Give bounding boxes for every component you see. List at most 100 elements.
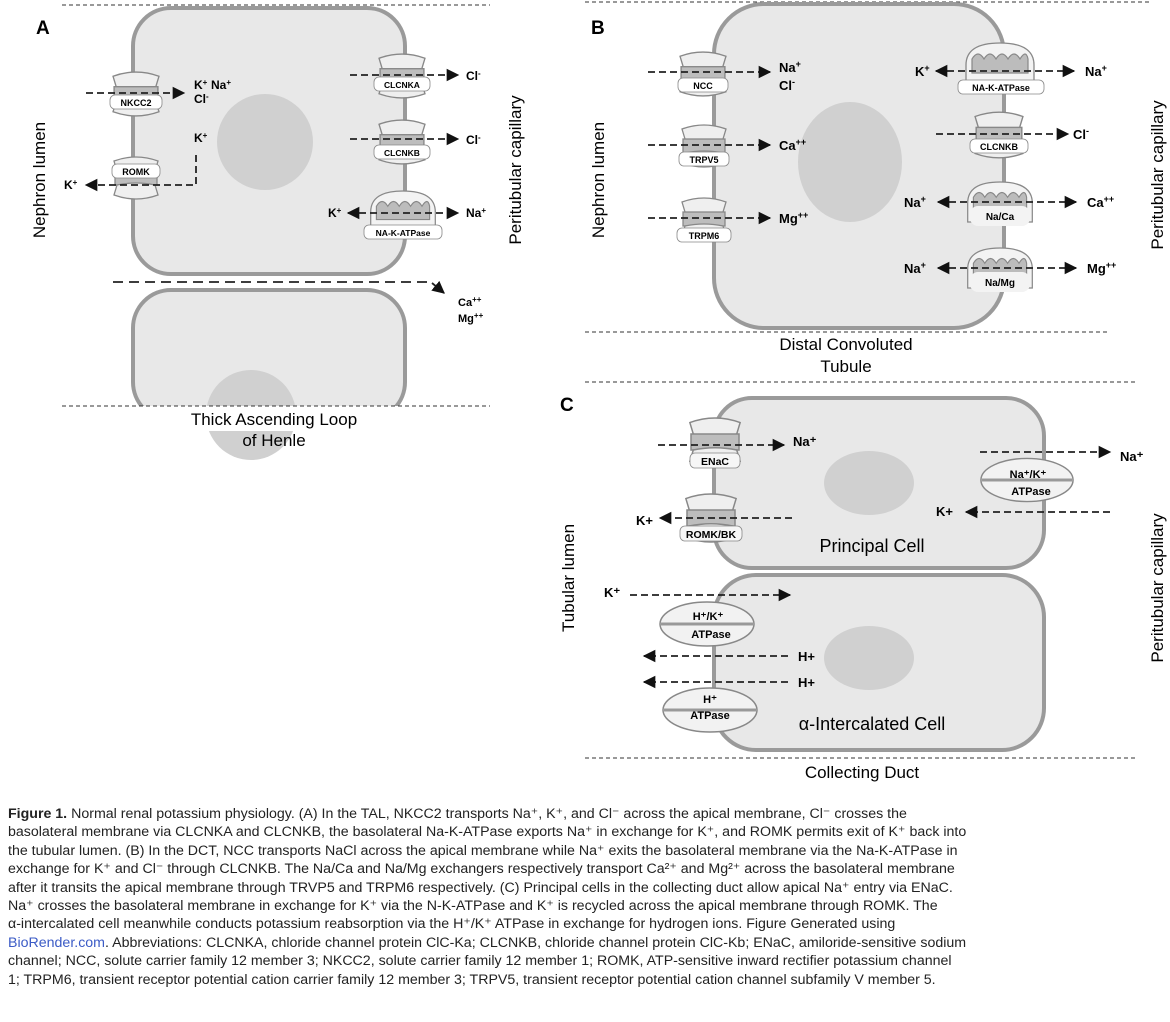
romk-k-out-ion: K+	[64, 178, 78, 192]
caption-text: the tubular lumen. (B) In the DCT, NCC t…	[8, 842, 958, 859]
transporter-label-box	[676, 227, 732, 243]
atpase-na-ion: Na+	[1085, 63, 1107, 79]
transporter-label: Na/Mg	[985, 278, 1015, 289]
transporter-label: ENaC	[701, 456, 729, 468]
transporter-label-box	[957, 79, 1045, 95]
romk-arrow	[84, 155, 197, 192]
namg-mg-ion: Mg++	[1087, 260, 1116, 276]
ncc-na-ion: Na+	[779, 59, 801, 75]
clcnka-cl-ion: Cl-	[466, 69, 481, 83]
h1-ion: H+	[798, 649, 815, 664]
transporter-label: NKCC2	[120, 98, 151, 108]
transporter-label: Na/Ca	[986, 212, 1015, 223]
segment-label: Collecting Duct	[805, 763, 920, 782]
segment-label: of Henle	[242, 431, 305, 450]
transporter-label: TRPV5	[689, 155, 718, 165]
transporter-label-box	[373, 76, 431, 92]
nkcc2-na-ion: Na+	[211, 78, 231, 92]
nkcc2-cl-ion: Cl-	[194, 92, 209, 106]
nak-k-ion: K+	[936, 504, 953, 519]
enac-na-ion: Na⁺	[793, 434, 817, 449]
lumen-label: Nephron lumen	[589, 122, 608, 238]
paracellular-arrow	[431, 280, 445, 294]
romk-k-ion: K+	[636, 513, 653, 528]
principal-nucleus	[824, 451, 914, 515]
caption-text: Na⁺ crosses the basolateral membrane in …	[8, 898, 938, 915]
transporter-label: CLCNKA	[384, 80, 420, 90]
h2-ion: H+	[798, 675, 815, 690]
transporter-label-box	[109, 94, 163, 110]
intercalated-nucleus	[824, 626, 914, 690]
transporter-label: Na⁺/K⁺	[1010, 469, 1047, 481]
tal-nucleus	[217, 94, 313, 190]
capillary-label: Peritubular capillary	[1148, 513, 1167, 663]
naca-ca-ion: Ca++	[1087, 194, 1114, 210]
atpase-k-ion: K+	[915, 63, 930, 79]
caption-label: Figure 1.	[8, 806, 68, 822]
atpase-na-ion: Na+	[466, 206, 486, 220]
transporter-label: H⁺	[703, 694, 717, 706]
transporter-label: CLCNKB	[384, 148, 420, 158]
na-k-atpase-pump	[965, 42, 1035, 86]
romk-k-in-ion: K+	[194, 131, 208, 145]
transporter-label: NA-K-ATPase	[376, 228, 431, 238]
namg-na-ion: Na+	[904, 260, 926, 276]
para-mg-ion: Mg++	[458, 311, 484, 325]
transporter-label-box	[679, 525, 743, 542]
ncc-cl-ion: Cl-	[779, 77, 795, 93]
hk-k-ion: K⁺	[604, 585, 620, 600]
dct-nucleus	[798, 102, 902, 222]
atpase-k-ion: K+	[328, 206, 342, 220]
caption-text: channel; NCC, solute carrier family 12 m…	[8, 953, 952, 970]
transporter-label: CLCNKB	[980, 142, 1018, 152]
caption-text: . Abbreviations: CLCNKA, chloride channe…	[105, 934, 967, 951]
naca-na-ion: Na+	[904, 194, 926, 210]
segment-label: Distal Convoluted	[779, 335, 912, 354]
transporter-label: NA-K-ATPase	[972, 83, 1030, 93]
tal-mask	[120, 406, 420, 431]
segment-label: Tubule	[820, 357, 871, 376]
figure-diagram: A Ca++ Mg++ Thick Ascending Loop of Henl…	[30, 1, 1167, 782]
transporter-label: NCC	[693, 81, 713, 91]
transporter-label: ATPase	[690, 710, 730, 722]
transporter-label: ROMK/BK	[686, 529, 737, 541]
transporter-label-box	[677, 77, 729, 93]
panel-letter: B	[591, 18, 605, 39]
caption-text: Normal renal potassium physiology. (A) I…	[67, 806, 907, 822]
nkcc2-k-ion: K+	[194, 78, 208, 92]
segment-label: Thick Ascending Loop	[191, 410, 357, 429]
transporter-label: H⁺/K⁺	[693, 611, 724, 623]
transporter-label-box	[111, 163, 161, 179]
caption-text: after it transits the apical membrane th…	[8, 879, 953, 896]
panel-letter: A	[36, 18, 50, 39]
transporter-label: ATPase	[691, 629, 731, 641]
para-ca-ion: Ca++	[458, 295, 482, 309]
transporter-label-box	[678, 151, 730, 167]
transporter-label-box	[363, 224, 443, 240]
caption-text: basolateral membrane via CLCNKA and CLCN…	[8, 824, 967, 841]
trpv5-ca-ion: Ca++	[779, 137, 806, 153]
transporter-label: ATPase	[1011, 486, 1051, 498]
panel-a: A Ca++ Mg++ Thick Ascending Loop of Henl…	[30, 4, 525, 460]
principal-cell-label: Principal Cell	[819, 536, 924, 556]
capillary-label: Peritubular capillary	[506, 95, 525, 245]
panel-b: B Distal Convoluted Tubule Nephron lumen…	[585, 1, 1167, 376]
trpm6-mg-ion: Mg++	[779, 210, 808, 226]
clcnkb-cl-ion: Cl-	[466, 133, 481, 147]
transporter-label-box	[689, 452, 741, 469]
caption-text: α-intercalated cell meanwhile conducts p…	[8, 916, 896, 933]
lumen-label: Tubular lumen	[559, 524, 578, 632]
caption-text: 1; TRPM6, transient receptor potential c…	[8, 971, 936, 988]
capillary-label: Peritubular capillary	[1148, 100, 1167, 250]
caption-text: exchange for K⁺ and Cl⁻ through CLCNKB. …	[8, 861, 955, 878]
transporter-label: TRPM6	[689, 231, 720, 241]
biorender-link[interactable]: BioRender.com	[8, 934, 105, 951]
transporter-label: ROMK	[122, 167, 150, 177]
transporter-label-box	[373, 144, 431, 160]
clcnkb-cl-ion: Cl-	[1073, 126, 1089, 142]
panel-c: C Principal Cell α-Intercalated Cell Col…	[559, 381, 1167, 782]
transporter-label-box	[970, 206, 1030, 226]
transporter-label-box	[970, 272, 1030, 292]
panel-letter: C	[560, 395, 574, 416]
transporter-label-box	[969, 138, 1029, 154]
